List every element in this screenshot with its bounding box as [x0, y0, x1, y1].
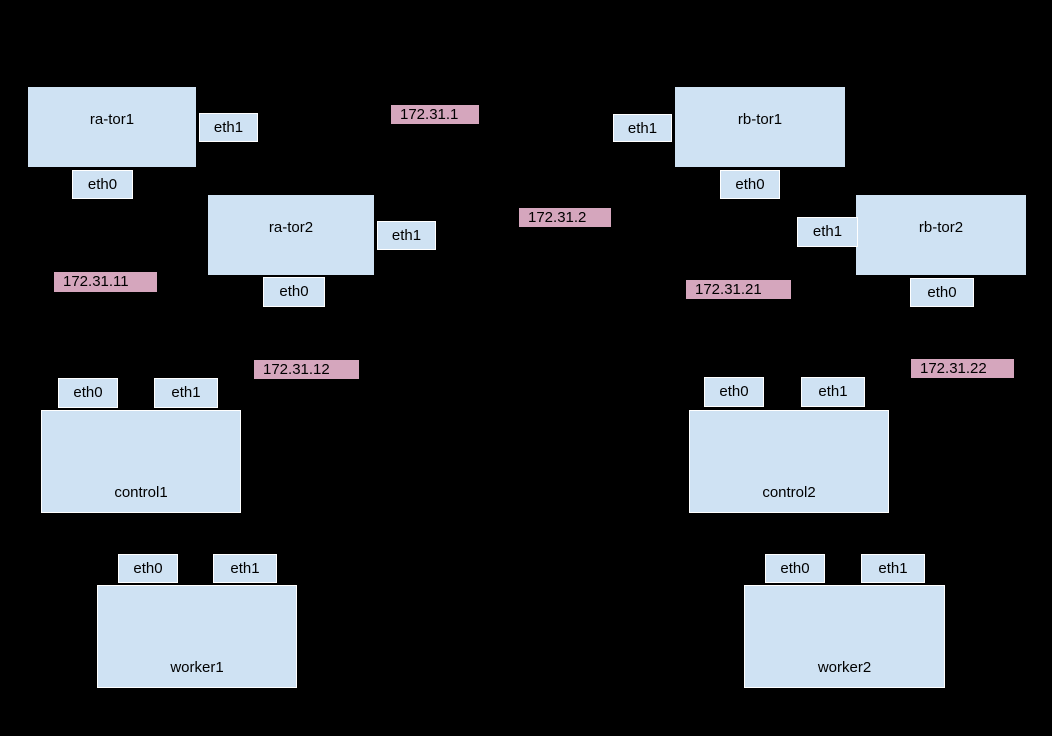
node-worker2: worker2 — [744, 585, 945, 688]
node-ra-tor1: ra-tor1 — [27, 86, 197, 168]
port-worker1-eth0: eth0 — [118, 554, 178, 583]
ip-label-172-31-1: 172.31.1 — [390, 104, 480, 125]
node-rb-tor1: rb-tor1 — [674, 86, 846, 168]
node-worker1: worker1 — [97, 585, 297, 688]
port-ra-tor1-eth1: eth1 — [199, 113, 258, 142]
port-worker1-eth1: eth1 — [213, 554, 277, 583]
node-rb-tor2: rb-tor2 — [855, 194, 1027, 276]
port-rb-tor2-eth1: eth1 — [797, 217, 858, 247]
port-control2-eth1: eth1 — [801, 377, 865, 407]
node-ra-tor1-label: ra-tor1 — [89, 111, 135, 128]
port-worker2-eth1: eth1 — [861, 554, 925, 583]
port-control2-eth0: eth0 — [704, 377, 764, 407]
node-rb-tor1-label: rb-tor1 — [737, 111, 783, 128]
port-control1-eth1: eth1 — [154, 378, 218, 408]
port-rb-tor1-eth1: eth1 — [613, 114, 672, 142]
node-control1: control1 — [41, 410, 241, 513]
ip-label-172-31-12: 172.31.12 — [253, 359, 360, 380]
node-worker2-label: worker2 — [817, 659, 872, 676]
node-rb-tor2-label: rb-tor2 — [918, 219, 964, 236]
port-ra-tor2-eth1: eth1 — [377, 221, 436, 250]
port-rb-tor2-eth0: eth0 — [910, 278, 974, 307]
port-worker2-eth0: eth0 — [765, 554, 825, 583]
port-ra-tor2-eth0: eth0 — [263, 277, 325, 307]
node-ra-tor2: ra-tor2 — [207, 194, 375, 276]
port-control1-eth0: eth0 — [58, 378, 118, 408]
port-ra-tor1-eth0: eth0 — [72, 170, 133, 199]
ip-label-172-31-11: 172.31.11 — [53, 271, 158, 293]
node-control2-label: control2 — [762, 484, 816, 501]
node-control2: control2 — [689, 410, 889, 513]
node-control1-label: control1 — [114, 484, 168, 501]
port-rb-tor1-eth0: eth0 — [720, 170, 780, 199]
ip-label-172-31-2: 172.31.2 — [518, 207, 612, 228]
node-ra-tor2-label: ra-tor2 — [268, 219, 314, 236]
ip-label-172-31-22: 172.31.22 — [910, 358, 1015, 379]
ip-label-172-31-21: 172.31.21 — [685, 279, 792, 300]
node-worker1-label: worker1 — [170, 659, 224, 676]
